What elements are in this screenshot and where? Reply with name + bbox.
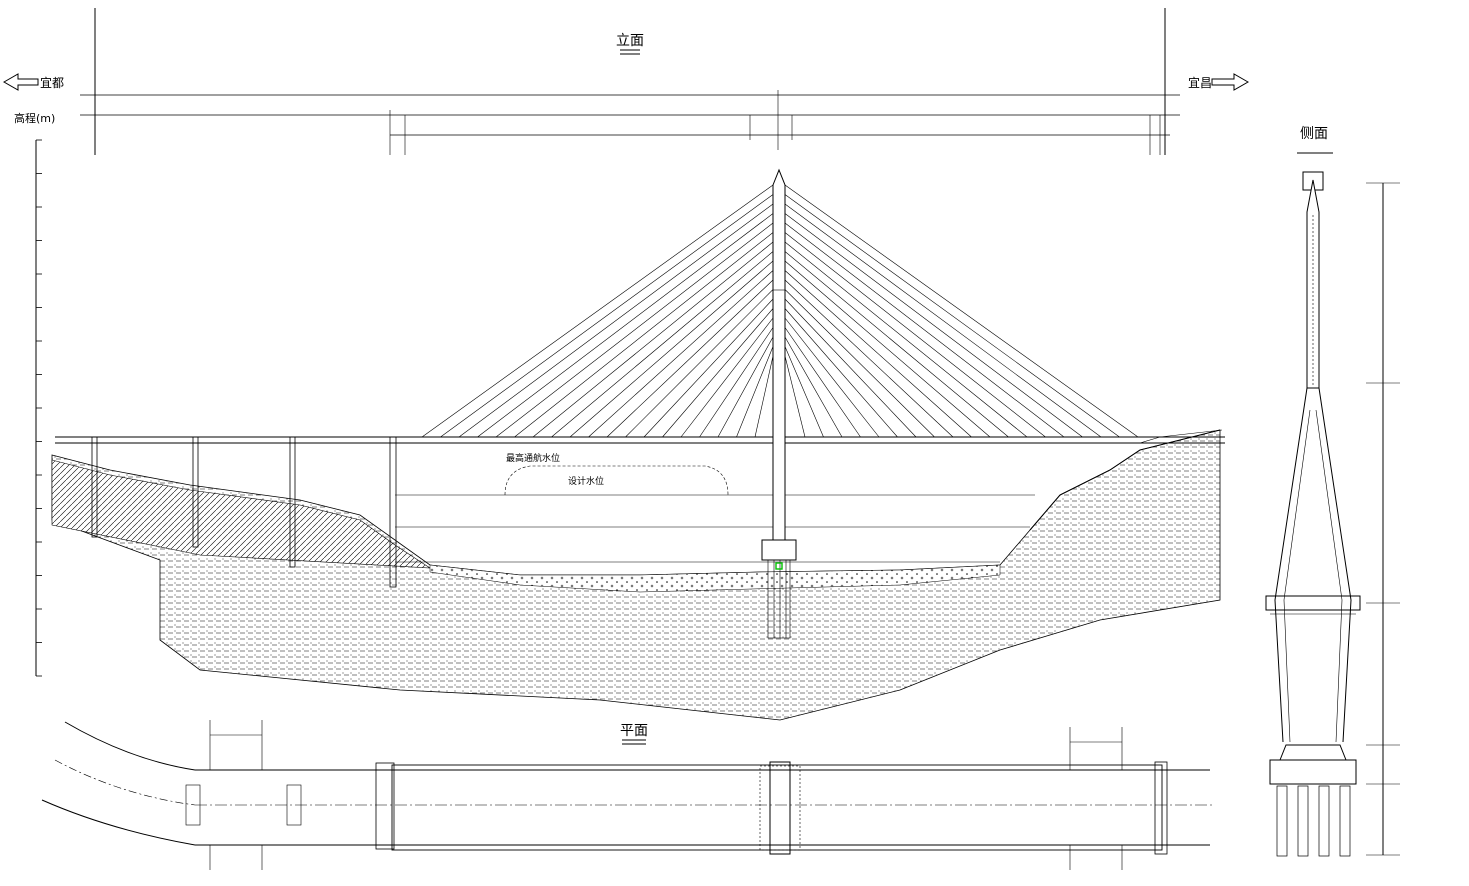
stay-cable-left [569,260,774,438]
plan-view-title: 平面 [620,723,648,739]
elevation-axis-ticks [36,139,42,677]
stay-cable-right [784,298,917,438]
water-design-label: 设计水位 [568,475,604,487]
riverbed-strata [51,429,1221,721]
bridge-deck [55,436,1225,444]
pile [1318,785,1330,857]
pile [1297,785,1309,857]
stay-cable-right [784,289,935,438]
stay-cable-left [514,232,774,438]
left-direction-arrow: 宜都 [2,73,64,91]
stay-cable-right [784,355,806,438]
stay-cable-left [532,241,774,438]
stay-cable-right [784,213,1083,438]
stay-cable-right [784,317,880,438]
stay-cable-left [495,222,774,438]
elevation-axis: 高程(m) [14,111,55,676]
left-direction-label: 宜都 [40,75,64,90]
stay-cable-left [458,203,774,438]
stay-cable-right [784,327,861,438]
stay-cable-right [784,336,843,438]
stay-cable-right [784,270,972,438]
elevation-title: 立面 [616,33,644,49]
dimension-lines [80,90,1180,155]
approach-piers [91,436,397,588]
stay-cable-left [606,279,774,438]
stay-cable-left [421,184,774,438]
stay-cable-left [662,308,774,438]
pile [1339,785,1351,857]
main-pylon [761,168,797,639]
plan-view: 平面 [41,720,1215,870]
stay-cable-right [784,241,1028,438]
stay-cable-right [784,308,898,438]
stay-cable-right [784,222,1065,438]
pile [1276,785,1288,857]
stay-cable-left [440,194,774,438]
stay-cable-left [643,298,774,438]
elevation-axis-label: 高程(m) [14,111,55,125]
stay-cable-right [784,232,1046,438]
pylon-marker [775,562,783,570]
stay-cable-left [699,327,774,438]
stay-cable-left [588,270,774,438]
right-direction-arrow: 宜昌 [1188,73,1250,91]
stay-cable-right [784,279,954,438]
stay-cable-left [717,336,774,438]
stay-cable-right [784,260,991,438]
stay-cable-right [784,203,1102,438]
stay-cable-left [736,346,774,438]
right-direction-label: 宜昌 [1188,75,1212,90]
stay-cable-left [625,289,774,438]
side-view: 侧面 [1265,126,1400,857]
stay-cable-left [680,317,774,438]
water-high-label: 最高通航水位 [506,452,560,464]
stay-cable-left [754,355,774,438]
stay-cable-left [551,251,774,438]
water-levels: 最高通航水位 设计水位 [395,452,1035,563]
stay-cables [421,184,1139,438]
side-view-title: 侧面 [1300,126,1328,142]
stay-cable-left [477,213,774,438]
stay-cable-right [784,251,1009,438]
stay-cable-right [784,184,1139,438]
stay-cable-right [784,346,824,438]
stay-cable-right [784,194,1120,438]
